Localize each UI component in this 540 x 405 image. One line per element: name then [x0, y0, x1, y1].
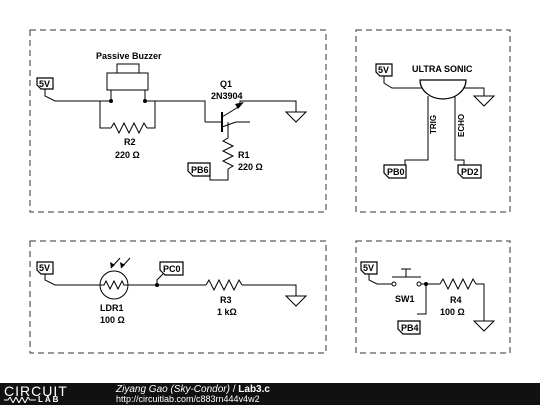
net-label-text: 5V — [39, 79, 50, 89]
ultrasonic-panel: 5V ULTRA SONIC TRIG ECHO PB0 PD2 — [355, 29, 511, 213]
r4-ref: R4 — [450, 295, 462, 305]
wire — [247, 100, 297, 112]
wire — [99, 101, 111, 129]
wire — [454, 96, 465, 167]
r3-ref: R3 — [220, 295, 232, 305]
logo-text-bottom: LAB — [38, 395, 61, 404]
net-label-pc0: PC0 — [159, 261, 184, 276]
wire — [463, 87, 485, 96]
net-label-text: PB0 — [387, 167, 405, 177]
r2-ref: R2 — [124, 137, 136, 147]
author-link[interactable]: Ziyang Gao (Sky-Condor) — [116, 384, 230, 395]
resistor-r1 — [221, 137, 235, 170]
logo-text-top: CIRCUIT — [4, 383, 68, 399]
transistor-q1 — [204, 100, 250, 132]
push-switch-sw1 — [391, 268, 422, 287]
net-label-pb6: PB6 — [187, 162, 211, 177]
wire — [209, 169, 229, 181]
ground-symbol — [284, 111, 308, 123]
net-label-text: PB4 — [401, 323, 419, 333]
r4-value: 100 Ω — [440, 307, 465, 317]
wire — [145, 100, 206, 106]
ground-symbol — [472, 95, 496, 107]
wire — [368, 274, 392, 285]
q1-ref: Q1 — [220, 79, 232, 89]
circuit-url-link[interactable]: http://circuitlab.com/c883rn444v4w2 — [116, 394, 260, 404]
net-label-5v: 5V — [360, 261, 378, 275]
panel-border — [355, 29, 511, 213]
switch-panel: 5V SW1 R4 100 Ω PB4 — [355, 240, 511, 354]
wire — [44, 89, 100, 102]
wire — [242, 284, 297, 296]
footer-bar: CIRCUIT LAB Ziyang Gao (Sky-Condor) / La… — [0, 383, 540, 405]
ldr-ref: LDR1 — [100, 303, 124, 313]
net-label-pd2: PD2 — [457, 164, 482, 179]
net-label-5v: 5V — [36, 77, 54, 90]
r2-value: 220 Ω — [115, 150, 140, 160]
circuit-title-link[interactable]: Lab3.c — [238, 384, 270, 395]
wire — [417, 284, 427, 315]
panel-border — [29, 29, 327, 213]
wire — [147, 101, 156, 129]
ground-symbol — [284, 295, 308, 307]
panel-border — [355, 240, 511, 354]
schematic-svg: 5V Passive Buzzer R2 220 Ω — [29, 29, 511, 354]
wire — [476, 283, 485, 321]
wire — [383, 76, 424, 89]
net-label-pb4: PB4 — [397, 320, 421, 335]
buzzer-panel: 5V Passive Buzzer R2 220 Ω — [29, 29, 327, 213]
credit-separator: / — [229, 384, 239, 395]
net-label-text: 5V — [378, 65, 389, 75]
net-label-pb0: PB0 — [383, 164, 407, 179]
resistor-logo-icon — [4, 397, 36, 403]
ldr-panel: 5V LDR1 100 Ω PC0 R3 1 kΩ — [29, 240, 327, 354]
r1-ref: R1 — [238, 150, 250, 160]
junction-dot — [143, 99, 147, 103]
buzzer-label: Passive Buzzer — [96, 51, 162, 61]
ultrasonic-label: ULTRA SONIC — [412, 64, 473, 74]
panel-border — [29, 240, 327, 354]
wire — [404, 96, 429, 167]
net-label-5v: 5V — [375, 63, 393, 77]
sw1-ref: SW1 — [395, 294, 415, 304]
net-label-text: 5V — [363, 263, 374, 273]
buzzer-symbol — [106, 63, 149, 101]
circuitlab-logo[interactable]: CIRCUIT LAB — [4, 384, 96, 404]
pin-echo-label: ECHO — [457, 114, 466, 137]
resistor-r3 — [205, 278, 243, 292]
r3-value: 1 kΩ — [217, 307, 237, 317]
credit-line: Ziyang Gao (Sky-Condor) / Lab3.c — [116, 384, 270, 395]
wire — [156, 273, 164, 285]
ground-symbol — [472, 320, 496, 332]
net-label-5v: 5V — [36, 261, 54, 275]
ldr-symbol — [99, 257, 131, 300]
resistor-r2 — [110, 121, 148, 135]
wire — [44, 274, 100, 286]
resistor-r4 — [439, 277, 477, 291]
ldr-value: 100 Ω — [100, 315, 125, 325]
net-label-text: PC0 — [163, 264, 181, 274]
net-label-text: 5V — [39, 263, 50, 273]
q1-part: 2N3904 — [211, 91, 243, 101]
junction-dot — [109, 99, 113, 103]
net-label-text: PB6 — [191, 165, 209, 175]
pin-trig-label: TRIG — [429, 115, 438, 134]
r1-value: 220 Ω — [238, 162, 263, 172]
ultrasonic-module — [419, 79, 467, 100]
net-label-text: PD2 — [461, 167, 479, 177]
